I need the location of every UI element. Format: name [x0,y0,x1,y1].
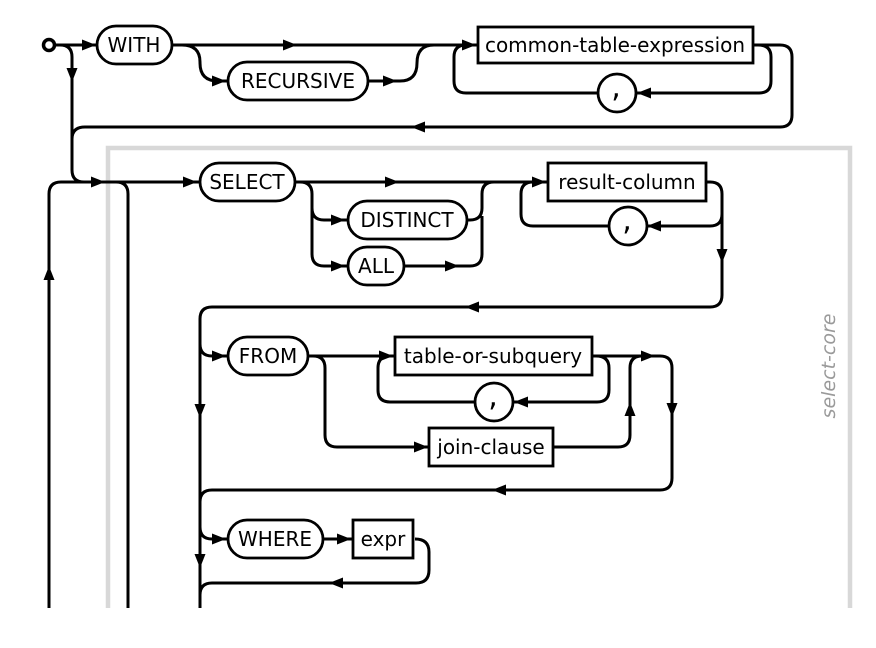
arrow-left-icon [492,484,506,496]
arrow-down-icon [194,404,206,418]
comma-separator-result-column: , [607,203,649,247]
select-core-label: select-core [818,314,840,419]
nonterminal-label[interactable]: common-table-expression [485,33,745,57]
arrow-right-icon [445,260,459,272]
terminal-label: FROM [239,344,297,368]
line-result-column-loop-left [519,180,609,228]
comma-separator-table-or-subquery: , [473,379,515,423]
arrow-right-icon [82,39,96,51]
terminal-from: FROM [226,335,310,377]
nonterminal-result-column[interactable]: result-column [546,161,708,203]
arrow-left-icon [514,396,528,408]
arrow-right-icon [212,533,226,545]
comma-label: , [488,379,498,414]
terminal-recursive: RECURSIVE [226,60,370,102]
line-skip-with-bypass [59,43,85,184]
terminal-label: DISTINCT [360,208,454,232]
terminal-label: WITH [108,33,161,57]
arrow-down-icon [716,249,728,263]
arrow-left-icon [411,121,425,133]
line-branch-distinct [299,180,348,222]
line-branch-all [310,208,348,268]
arrow-down-icon [194,554,206,568]
nonterminal-label[interactable]: table-or-subquery [404,344,582,368]
line-where-entry [198,526,228,541]
line-join-clause-merge [553,354,643,449]
arrow-up-icon [624,402,636,416]
arrow-right-icon [385,176,399,188]
arrow-up-icon [43,266,55,280]
arrow-right-icon [331,260,345,272]
line-from-section-exit [198,354,674,503]
terminal-label: WHERE [238,527,312,551]
arrow-right-icon [283,39,297,51]
arrow-right-icon [212,75,226,87]
line-where-exit [198,537,431,596]
arrow-right-icon [331,214,345,226]
select-core-frame [105,145,853,608]
arrow-right-icon [212,350,226,362]
terminal-where: WHERE [226,518,325,560]
line-branch-recursive [181,43,228,83]
line-from-entry [198,343,228,358]
terminal-label: SELECT [209,170,285,194]
flow-arrows [43,39,728,589]
arrow-right-icon [183,176,197,188]
terminal-all: ALL [346,245,406,287]
terminal-label: ALL [358,254,395,278]
arrow-left-icon [329,577,343,589]
line-distinct-merge [467,180,495,222]
arrow-right-icon [462,39,476,51]
arrow-left-icon [465,301,479,313]
terminal-label: RECURSIVE [241,69,355,93]
line-recursive-merge [368,43,435,83]
arrow-down-icon [666,403,678,417]
terminal-select: SELECT [198,161,297,203]
start-terminal [41,37,57,53]
nonterminal-table-or-subquery[interactable]: table-or-subquery [393,335,594,377]
arrow-right-icon [379,350,393,362]
line-result-column-loop-right [647,213,724,228]
arrow-right-icon [414,441,428,453]
arrow-right-icon [91,176,105,188]
line-compound-loop-and-select-row [47,180,548,608]
arrow-right-icon [383,75,397,87]
nonterminal-join-clause[interactable]: join-clause [427,426,555,468]
nonterminal-common-table-expression[interactable]: common-table-expression [476,25,755,65]
nonterminal-label[interactable]: result-column [558,170,695,194]
comma-label: , [611,70,621,105]
line-all-merge [404,216,484,268]
arrow-left-icon [637,87,651,99]
terminal-distinct: DISTINCT [346,199,469,241]
line-branch-join-clause [312,354,429,449]
nonterminal-expr[interactable]: expr [351,518,415,560]
comma-label: , [622,203,632,238]
line-cte-return [70,43,794,140]
line-tos-loop-right [513,354,611,404]
line-result-column-exit [198,180,724,608]
terminal-with: WITH [95,24,174,66]
arrow-right-icon [532,176,546,188]
arrow-down-icon [66,68,78,82]
line-values-branch [115,180,130,608]
nonterminal-label[interactable]: join-clause [436,435,544,459]
comma-separator-cte: , [596,70,638,114]
arrow-right-icon [337,533,351,545]
nonterminal-label[interactable]: expr [361,527,406,551]
arrow-right-icon [641,350,655,362]
line-cte-loop-left [452,43,598,95]
arrow-left-icon [647,220,661,232]
